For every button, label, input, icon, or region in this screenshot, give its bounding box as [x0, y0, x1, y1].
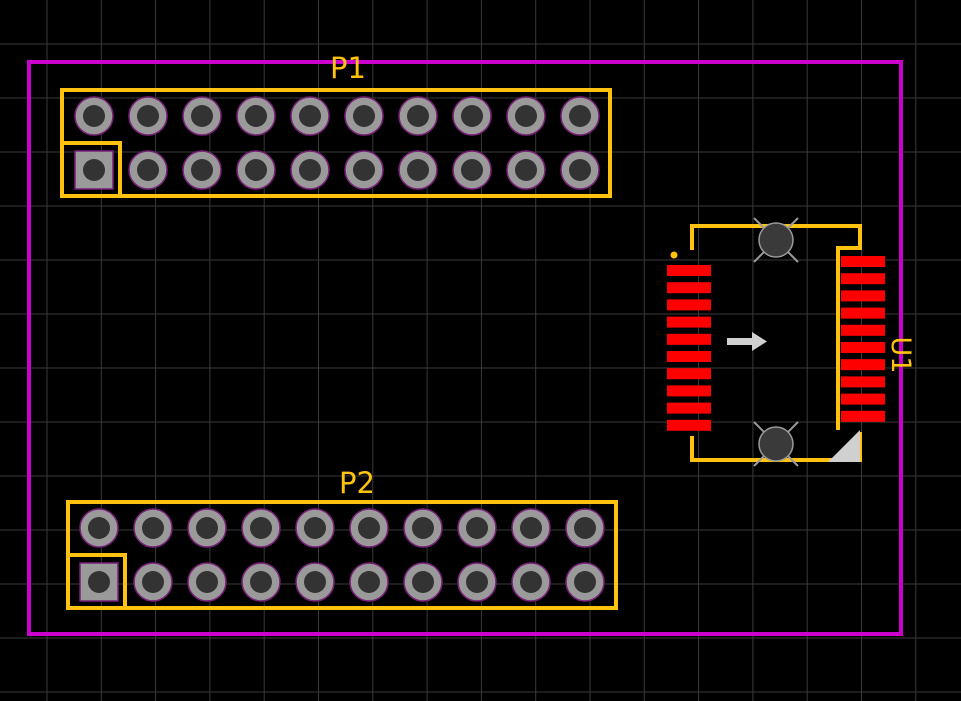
smd-pad[interactable] — [667, 368, 711, 380]
drill-hole — [569, 159, 591, 181]
p2-pads — [79, 508, 605, 602]
component-p2[interactable]: P2 — [66, 466, 618, 610]
smd-pad[interactable] — [841, 307, 885, 319]
smd-pad[interactable] — [667, 299, 711, 311]
drill-hole — [137, 159, 159, 181]
smd-pad[interactable] — [841, 290, 885, 302]
smd-pad[interactable] — [841, 273, 885, 285]
drill-hole — [353, 159, 375, 181]
smd-pad[interactable] — [841, 410, 885, 422]
drill-hole — [245, 105, 267, 127]
drill-hole — [461, 159, 483, 181]
smd-pad[interactable] — [841, 376, 885, 388]
drill-hole — [466, 571, 488, 593]
component-u1[interactable]: U1 — [667, 217, 916, 467]
smd-pad[interactable] — [667, 402, 711, 414]
smd-pad[interactable] — [667, 385, 711, 397]
drill-hole — [407, 159, 429, 181]
smd-pad[interactable] — [667, 282, 711, 294]
smd-pad[interactable] — [667, 351, 711, 362]
p1-designator: P1 — [330, 51, 366, 85]
drill-hole — [358, 517, 380, 539]
smd-pad[interactable] — [667, 333, 711, 345]
drill-hole — [245, 159, 267, 181]
drill-hole — [520, 517, 542, 539]
drill-hole — [461, 105, 483, 127]
drill-hole — [250, 571, 272, 593]
drill-hole — [353, 105, 375, 127]
drill-hole — [520, 571, 542, 593]
drill-hole — [191, 159, 213, 181]
mounting-hole[interactable] — [758, 426, 794, 462]
drill-hole — [412, 517, 434, 539]
p2-pin1-marker — [66, 553, 127, 610]
drill-hole — [569, 105, 591, 127]
smd-pad[interactable] — [841, 342, 885, 353]
drill-hole — [299, 105, 321, 127]
drill-hole — [304, 571, 326, 593]
drill-hole — [466, 517, 488, 539]
drill-hole — [407, 105, 429, 127]
board-outline[interactable] — [27, 60, 903, 636]
drill-hole — [358, 571, 380, 593]
drill-hole — [88, 517, 110, 539]
p1-pads — [74, 96, 600, 190]
smd-pad[interactable] — [667, 316, 711, 328]
drill-hole — [515, 159, 537, 181]
drill-hole — [250, 517, 272, 539]
drill-hole — [83, 159, 105, 181]
smd-pad[interactable] — [841, 256, 885, 267]
smd-pad[interactable] — [841, 324, 885, 336]
drill-hole — [574, 517, 596, 539]
u1-pads-right — [841, 256, 885, 422]
p1-pin1-marker — [60, 141, 122, 198]
drill-hole — [412, 571, 434, 593]
u1-silkscreen-top — [690, 224, 862, 430]
drill-hole — [137, 105, 159, 127]
drill-hole — [88, 571, 110, 593]
drill-hole — [574, 571, 596, 593]
component-p1[interactable]: P1 — [60, 51, 612, 198]
u1-designator: U1 — [885, 337, 916, 374]
p2-designator: P2 — [339, 466, 375, 500]
drill-hole — [191, 105, 213, 127]
smd-pad[interactable] — [667, 265, 711, 276]
drill-hole — [142, 571, 164, 593]
u1-mounting-holes — [753, 217, 799, 467]
drill-hole — [142, 517, 164, 539]
arrow-icon — [727, 332, 767, 351]
drill-hole — [515, 105, 537, 127]
u1-pads-left — [667, 265, 711, 431]
drill-hole — [304, 517, 326, 539]
smd-pad[interactable] — [841, 393, 885, 405]
u1-pin1-dot — [670, 251, 678, 259]
u1-corner-marker — [828, 430, 860, 462]
mounting-hole[interactable] — [758, 222, 794, 258]
drill-hole — [299, 159, 321, 181]
smd-pad[interactable] — [667, 419, 711, 431]
drill-hole — [196, 571, 218, 593]
drill-hole — [83, 105, 105, 127]
drill-hole — [196, 517, 218, 539]
smd-pad[interactable] — [841, 359, 885, 371]
